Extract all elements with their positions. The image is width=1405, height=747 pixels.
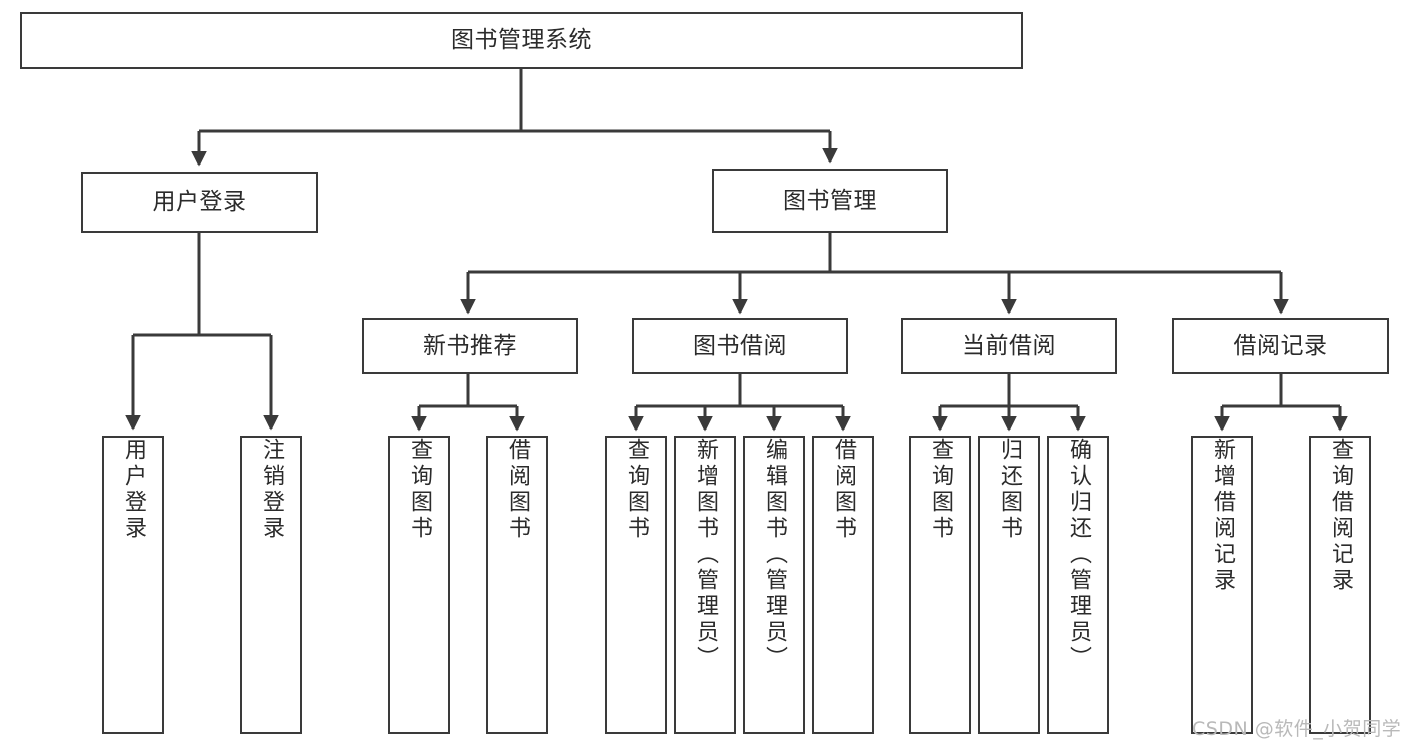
leaf-label: 编辑图书（管理员） bbox=[762, 438, 787, 672]
node-new-book-label: 新书推荐 bbox=[423, 332, 517, 359]
node-book-borrow-label: 图书借阅 bbox=[693, 332, 787, 359]
leaf-label: 查询图书 bbox=[928, 438, 953, 542]
leaf-book-borrow-borrow[interactable]: 借阅图书 bbox=[812, 436, 874, 734]
node-borrow-record[interactable]: 借阅记录 bbox=[1172, 318, 1389, 374]
leaf-label: 查询借阅记录 bbox=[1328, 438, 1353, 594]
leaf-new-book-borrow[interactable]: 借阅图书 bbox=[486, 436, 548, 734]
leaf-current-borrow-query[interactable]: 查询图书 bbox=[909, 436, 971, 734]
leaf-label: 新增借阅记录 bbox=[1210, 438, 1235, 594]
node-book-manage[interactable]: 图书管理 bbox=[712, 169, 948, 233]
node-book-manage-label: 图书管理 bbox=[783, 187, 877, 214]
node-new-book[interactable]: 新书推荐 bbox=[362, 318, 578, 374]
leaf-current-borrow-confirm[interactable]: 确认归还（管理员） bbox=[1047, 436, 1109, 734]
node-borrow-record-label: 借阅记录 bbox=[1233, 332, 1328, 359]
leaf-new-book-query[interactable]: 查询图书 bbox=[388, 436, 450, 734]
node-root[interactable]: 图书管理系统 bbox=[20, 12, 1023, 69]
node-current-borrow-label: 当前借阅 bbox=[962, 332, 1056, 359]
leaf-label: 确认归还（管理员） bbox=[1066, 438, 1091, 672]
leaf-label: 归还图书 bbox=[997, 438, 1022, 542]
node-current-borrow[interactable]: 当前借阅 bbox=[901, 318, 1117, 374]
leaf-label: 新增图书（管理员） bbox=[693, 438, 718, 672]
node-root-label: 图书管理系统 bbox=[451, 27, 592, 54]
leaf-label: 查询图书 bbox=[407, 438, 432, 542]
leaf-user-login-login[interactable]: 用户登录 bbox=[102, 436, 164, 734]
leaf-book-borrow-query[interactable]: 查询图书 bbox=[605, 436, 667, 734]
watermark: CSDN @软件_小贺同学 bbox=[1192, 718, 1402, 740]
leaf-label: 借阅图书 bbox=[831, 438, 856, 542]
leaf-label: 借阅图书 bbox=[505, 438, 530, 542]
node-user-login[interactable]: 用户登录 bbox=[81, 172, 318, 233]
leaf-user-login-logout[interactable]: 注销登录 bbox=[240, 436, 302, 734]
leaf-current-borrow-return[interactable]: 归还图书 bbox=[978, 436, 1040, 734]
leaf-borrow-record-query[interactable]: 查询借阅记录 bbox=[1309, 436, 1371, 734]
node-user-login-label: 用户登录 bbox=[152, 189, 247, 216]
leaf-label: 用户登录 bbox=[121, 438, 146, 542]
leaf-borrow-record-add[interactable]: 新增借阅记录 bbox=[1191, 436, 1253, 734]
leaf-book-borrow-add[interactable]: 新增图书（管理员） bbox=[674, 436, 736, 734]
node-book-borrow[interactable]: 图书借阅 bbox=[632, 318, 848, 374]
leaf-label: 注销登录 bbox=[259, 438, 284, 542]
leaf-label: 查询图书 bbox=[624, 438, 649, 542]
leaf-book-borrow-edit[interactable]: 编辑图书（管理员） bbox=[743, 436, 805, 734]
